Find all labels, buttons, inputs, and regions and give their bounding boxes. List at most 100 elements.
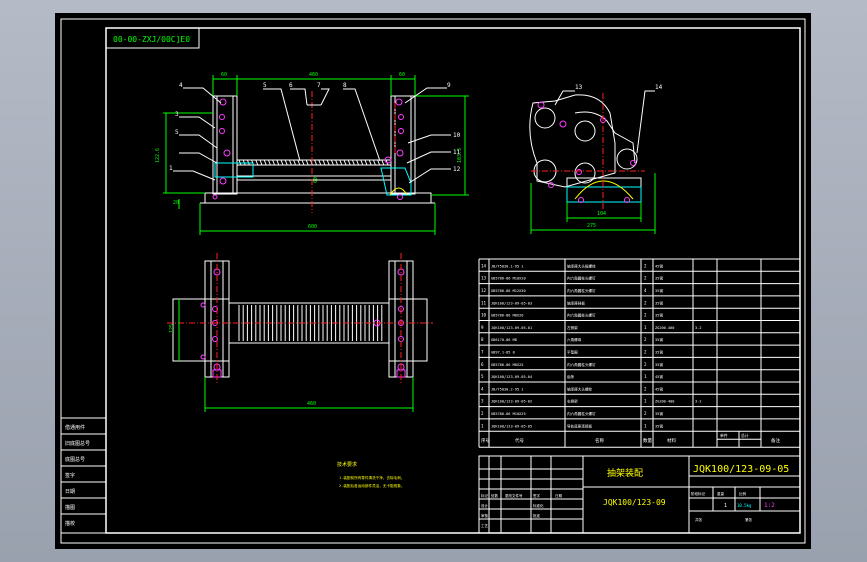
bom-cell-weight: 3-2 (695, 326, 702, 330)
left-panel-3: 底图总号 (65, 456, 85, 463)
label-review: 审核 (481, 513, 489, 518)
label-sheets: 共张 (695, 517, 703, 522)
left-panel-7: 描校 (65, 520, 75, 527)
side-body (529, 94, 616, 188)
label-sign: 签字 (533, 493, 541, 498)
bom-header-remark: 备注 (771, 437, 780, 444)
label-weight: 重量 (717, 491, 725, 496)
bom-cell-no: 7 (481, 349, 484, 354)
notes-line-2: 2.装配后各运动部件灵活，无卡阻现象。 (339, 483, 404, 488)
bom-cell-mat: 35钢 (655, 362, 663, 367)
bom-cell-code: GB5786-86 M8X25 (491, 363, 523, 367)
bom-cell-name: 内六角圆柱头螺钉 (567, 362, 596, 367)
bom-cell-code: JQK100/123-09-05-05 (491, 424, 532, 428)
dim-front-height-right: 103.5 (457, 148, 463, 163)
bom-cell-code: GB5786-86 M8X20 (491, 314, 523, 318)
bom-cell-code: JB/T5030.1-95 1 (491, 264, 523, 268)
bom-cell-no: 6 (481, 362, 484, 367)
left-panel-5: 日期 (65, 489, 75, 495)
leader-label-3: 3 (175, 111, 179, 118)
bom-cell-name: 轴承座大头螺栓 (567, 386, 593, 391)
bom-cell-no: 10 (481, 313, 487, 318)
leader-label-11: 11 (453, 149, 461, 156)
bom-cell-qty: 1 (644, 325, 647, 330)
left-panel: 借通用件 旧底图总号 底图总号 签字 日期 描图 描校 (60, 417, 107, 534)
bom-cell-code: GB5786-86 M10X25 (491, 412, 526, 416)
drawing-code-main: JQK100/123-09-05 (693, 464, 789, 475)
bom-cell-mat: 45钢 (655, 386, 663, 391)
label-approve: 批准 (533, 513, 541, 518)
bom-cell-qty: 2 (644, 263, 647, 268)
dim-front-small: 20 (173, 200, 179, 206)
leader-label-6: 6 (289, 82, 293, 89)
right-bearing-block (380, 167, 412, 196)
label-design: 设计 (481, 503, 489, 508)
bom-cell-code: GB6170-86 M8 (491, 338, 517, 342)
label-sheet-no: 第张 (745, 517, 753, 522)
bom-cell-qty: 1 (644, 374, 647, 379)
title-block: 抽架装配 JQK100/123-09-05 JQK100/123-09 1 10… (478, 455, 801, 534)
rack-teeth-front (238, 159, 389, 166)
label-stage: 阶段标记 (691, 491, 705, 496)
bom-cell-no: 1 (481, 423, 484, 428)
bom-cell-no: 5 (481, 374, 484, 379)
bom-cell-qty: 2 (644, 362, 647, 367)
bom-header-material: 材料 (667, 437, 676, 444)
bom-cell-mat: 35钢 (655, 337, 663, 342)
bom-cell-qty: 2 (644, 313, 647, 318)
bom-cell-name: 内六角圆柱头螺钉 (567, 276, 596, 281)
bom-cell-no: 2 (481, 411, 484, 416)
bom-cell-no: 14 (481, 263, 487, 268)
dim-side-total: 275 (587, 223, 596, 229)
bom-header-name: 名称 (595, 437, 604, 444)
leader-label-5a: 5 (175, 129, 179, 136)
outer-frame (60, 18, 806, 544)
label-count: 处数 (491, 493, 499, 498)
leader-label-4: 4 (179, 82, 183, 89)
stamp-code: 00-00-ZXJ/00C]E0 (113, 35, 190, 44)
bom-header-code: 代号 (515, 437, 524, 444)
bom-cell-qty: 2 (644, 337, 647, 342)
bom-cell-mat: 35钢 (655, 300, 663, 305)
bom-cell-mat: 35钢 (655, 313, 663, 318)
bom-header-unit: 单件 (720, 433, 728, 438)
bom-cell-weight: 3-2 (695, 400, 702, 404)
bom-cell-no: 9 (481, 325, 484, 330)
bom-cell-code: GB5786-86 M10X20 (491, 277, 526, 281)
bom-cell-name: 内六角圆柱头螺钉 (567, 288, 596, 293)
bom-cell-code: GB5786-86 M12X30 (491, 289, 526, 293)
dim-front-height-left: 122.6 (155, 148, 161, 163)
bom-cell-name: 导轨底座连接板 (567, 423, 593, 428)
bom-cell-name: 内六角圆柱头螺钉 (567, 411, 596, 416)
leader-label-5b: 5 (263, 82, 267, 89)
dim-plan-height: 125 (169, 324, 175, 333)
technical-notes: 技术要求 1.装配前所有零件清洗干净，去除毛刺。 2.装配后各运动部件灵活，无卡… (337, 461, 404, 488)
notes-line-1: 1.装配前所有零件清洗干净，去除毛刺。 (339, 475, 404, 480)
side-view: 13 14 104 275 (529, 84, 663, 234)
bom-cell-no: 13 (481, 276, 487, 281)
left-panel-6: 描图 (65, 504, 75, 511)
dim-front-total: 600 (308, 224, 317, 230)
drawing-canvas[interactable]: 00-00-ZXJ/00C]E0 借通用件 旧底图总号 底图总号 签字 日期 描… (55, 13, 811, 549)
bom-cell-code: GB97.1-85 8 (491, 350, 515, 354)
bom-cell-mat: 45钢 (655, 263, 663, 268)
front-view: 60 460 60 600 122.6 103.5 20 60 (155, 72, 469, 235)
drawing-code-sub: JQK100/123-09 (603, 498, 666, 507)
bom-cell-name: 齿条 (567, 374, 575, 379)
bom-cell-qty: 2 (644, 386, 647, 391)
dim-front-top-3: 60 (399, 72, 405, 78)
left-panel-4: 签字 (65, 472, 75, 479)
bom-cell-name: 右侧架 (567, 399, 578, 404)
leader-label-7: 7 (317, 82, 321, 89)
scale-ratio: 1:2 (764, 502, 775, 509)
bom-cell-code: JQK100/123-09-05-01 (491, 326, 532, 330)
weight-value: 10.5kg (737, 503, 752, 508)
bom-cell-mat: ZG200-400 (655, 400, 674, 404)
bom-cell-name: 平垫圈 (567, 349, 578, 354)
bom-cell-no: 4 (481, 386, 484, 391)
bom-cell-qty: 2 (644, 349, 647, 354)
label-date: 日期 (555, 493, 563, 498)
bom-cell-mat: ZG200-400 (655, 326, 674, 330)
